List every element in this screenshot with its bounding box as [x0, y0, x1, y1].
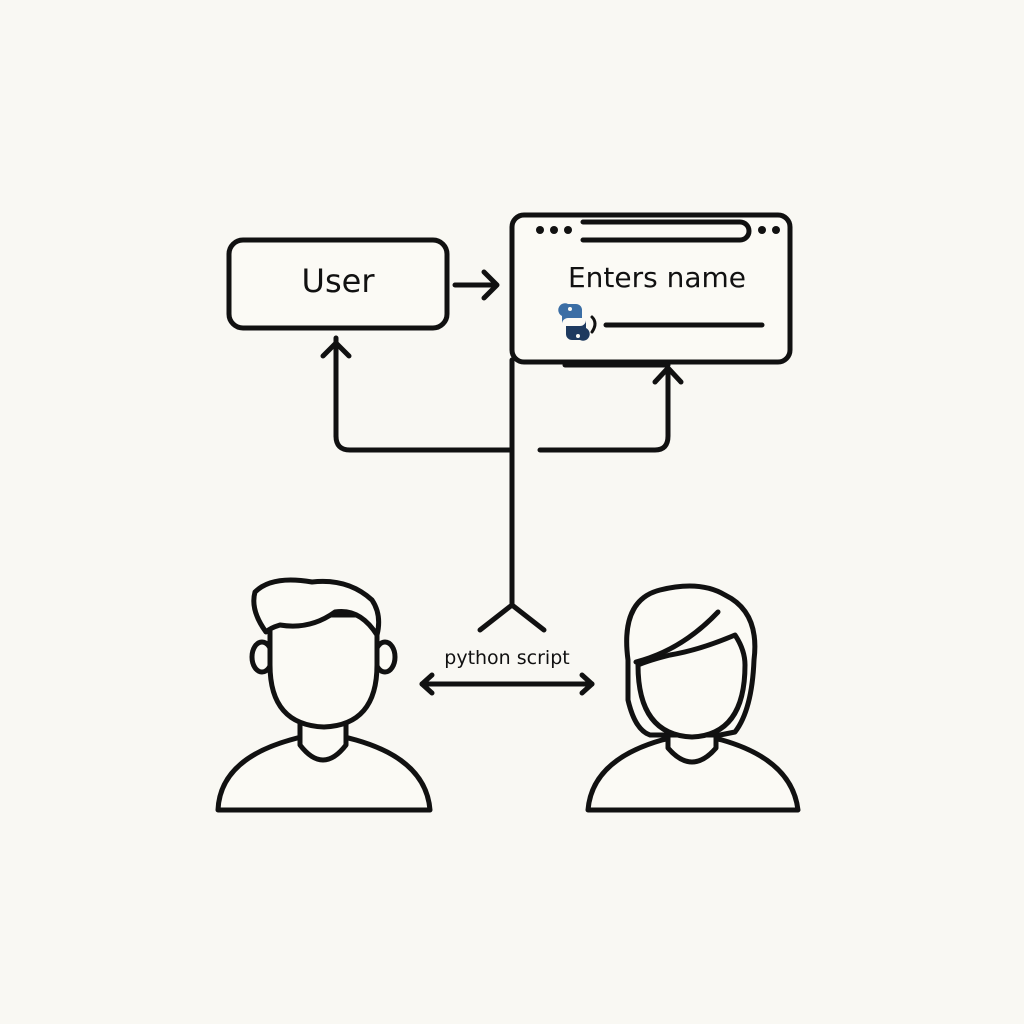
- script-label-group: python script: [419, 647, 595, 696]
- window-dot-icon: [536, 226, 544, 234]
- window-dot-icon: [758, 226, 766, 234]
- man-icon: [215, 577, 433, 813]
- window-title: Enters name: [568, 261, 746, 294]
- app-window: Enters name: [509, 212, 793, 365]
- arrow-to-window: [562, 362, 684, 385]
- arrow-user-to-window: [452, 269, 500, 301]
- woman-icon: [585, 583, 801, 813]
- user-box: User: [226, 237, 450, 331]
- script-connector: [477, 357, 547, 633]
- window-dot-icon: [564, 226, 572, 234]
- window-dot-icon: [772, 226, 780, 234]
- window-titlebar: [536, 219, 780, 243]
- window-dot-icon: [550, 226, 558, 234]
- python-logo-icon: [558, 303, 590, 341]
- loop-connector: [320, 335, 671, 453]
- user-box-label: User: [302, 262, 376, 300]
- script-label: python script: [444, 647, 569, 669]
